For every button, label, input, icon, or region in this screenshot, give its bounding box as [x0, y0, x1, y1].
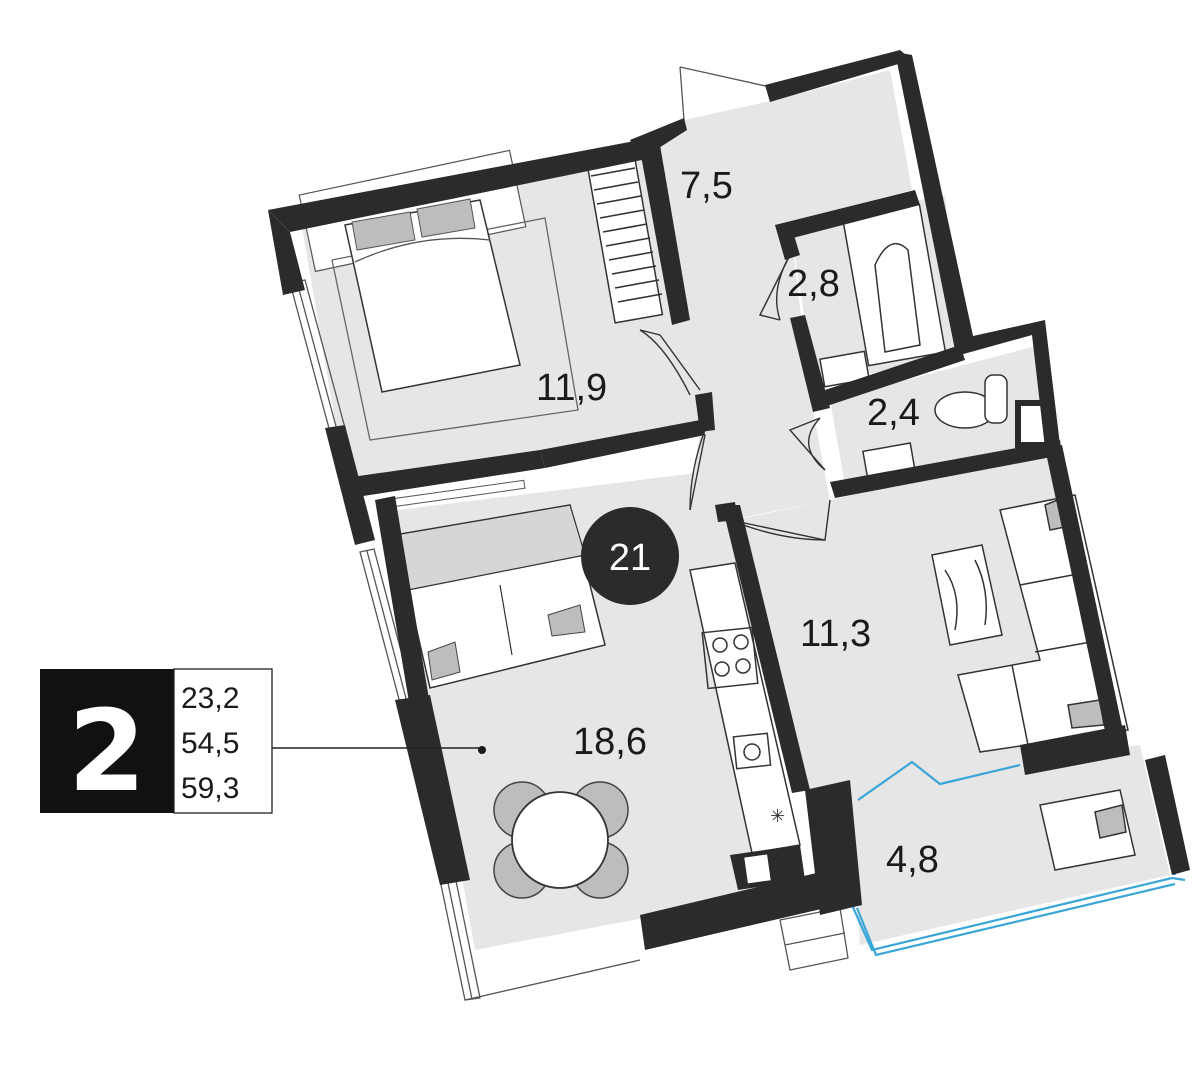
- room-label-balcony: 4,8: [886, 839, 939, 881]
- kitchen-furniture: ✳: [384, 479, 801, 899]
- areas-box: [173, 668, 273, 814]
- room-label-kitchen-living: 18,6: [573, 721, 647, 763]
- stove: [701, 626, 759, 690]
- room-label-bedroom: 11,9: [536, 367, 607, 409]
- area-living: 23,2: [181, 682, 239, 715]
- room-label-toilet: 2,4: [867, 392, 920, 434]
- sofa-seam: [499, 584, 513, 656]
- apartment-summary: 2 23,2 54,5 59,3: [40, 668, 480, 817]
- toilet-tank: [984, 374, 1008, 424]
- rooms-count: 2: [68, 687, 146, 817]
- cushion: [1067, 699, 1105, 729]
- duvet-fold: [354, 237, 491, 263]
- kitchen-column: [742, 852, 773, 886]
- rooms-count-box: [40, 669, 174, 813]
- pillow: [351, 211, 416, 251]
- leader-dot: [478, 746, 486, 754]
- cushion: [427, 641, 461, 681]
- coffee-table: [931, 544, 1003, 646]
- sink: [732, 732, 772, 770]
- walls: [268, 50, 1190, 950]
- dining-table: [493, 781, 629, 899]
- unit-number: 21: [609, 537, 651, 579]
- room-label-living: 11,3: [800, 613, 871, 655]
- unit-number-badge: 21: [581, 507, 679, 605]
- area-with-balcony: 59,3: [181, 772, 239, 805]
- pillow: [416, 198, 476, 238]
- area-total: 54,5: [181, 727, 239, 760]
- room-labels: 7,5 11,9 2,8 2,4 18,6 11,3 4,8: [536, 165, 939, 881]
- doors: [639, 254, 831, 541]
- cushion: [1094, 804, 1127, 839]
- room-label-bathroom: 2,8: [787, 263, 840, 305]
- bath-fixtures: [819, 203, 1051, 480]
- cushion: [547, 604, 586, 637]
- room-label-hall: 7,5: [680, 165, 733, 207]
- fridge-icon: ✳: [770, 806, 785, 826]
- bathtub-inner: [874, 242, 921, 353]
